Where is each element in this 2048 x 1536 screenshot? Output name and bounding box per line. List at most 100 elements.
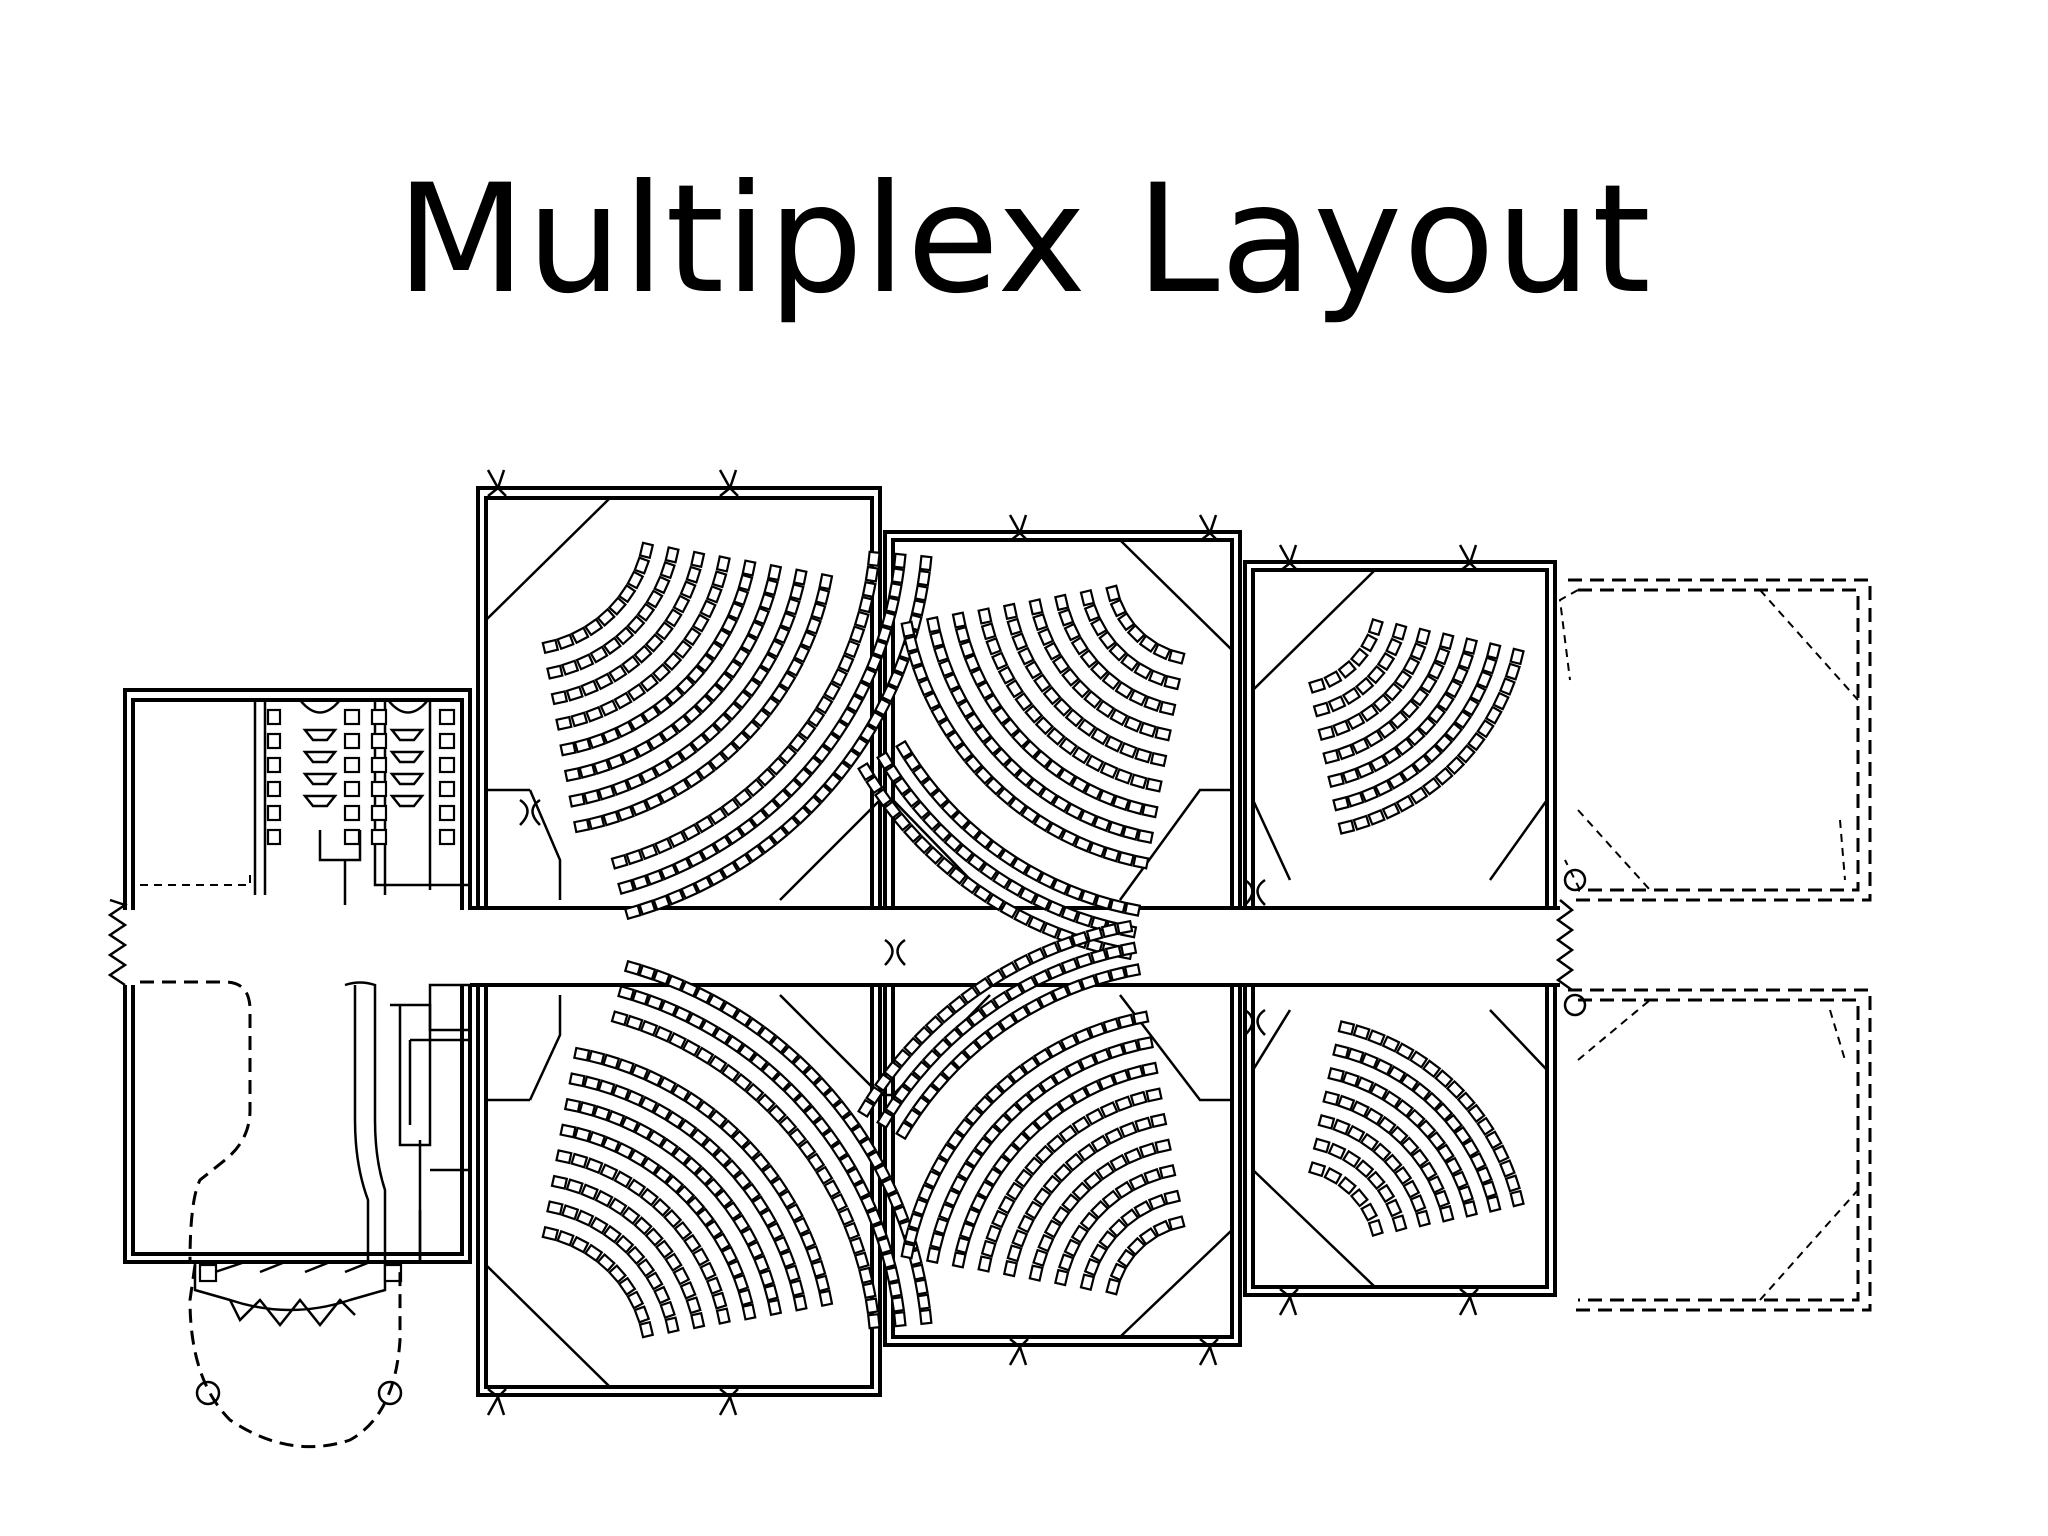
- seat: [996, 1074, 1016, 1094]
- seat: [1114, 767, 1133, 785]
- seat: [560, 1204, 580, 1221]
- restroom-fixture: [438, 780, 456, 798]
- seat: [886, 1191, 905, 1210]
- seat: [1419, 1161, 1438, 1181]
- seat: [1121, 1039, 1140, 1055]
- seat: [921, 811, 941, 832]
- seat: [892, 552, 907, 570]
- seat: [865, 774, 884, 795]
- seat: [1123, 963, 1142, 979]
- seat: [690, 1311, 706, 1330]
- seat: [1079, 648, 1099, 669]
- seat: [583, 617, 604, 637]
- seat: [601, 1135, 621, 1153]
- seat: [1001, 717, 1021, 738]
- seat: [715, 555, 731, 573]
- seat: [1438, 632, 1455, 651]
- seat: [652, 1102, 672, 1121]
- restroom-fixture: [343, 756, 361, 774]
- seat: [1341, 686, 1362, 706]
- seat: [902, 1036, 923, 1057]
- seat: [786, 1203, 804, 1223]
- seat: [583, 1075, 601, 1092]
- seat: [865, 1085, 884, 1106]
- seat: [730, 1129, 751, 1150]
- seat: [704, 1177, 724, 1197]
- seat: [1037, 990, 1057, 1009]
- seat: [884, 596, 901, 615]
- seat: [832, 1099, 852, 1120]
- restroom-fixture: [370, 804, 388, 822]
- seat: [1145, 777, 1163, 793]
- seat: [1509, 647, 1525, 666]
- seat: [1099, 761, 1119, 779]
- seat: [653, 695, 673, 715]
- seat: [695, 653, 715, 673]
- seat: [1038, 1074, 1059, 1094]
- seat: [1085, 926, 1104, 943]
- seat: [651, 1197, 672, 1218]
- seat: [1116, 611, 1136, 632]
- seat: [911, 800, 931, 820]
- seat: [723, 1201, 743, 1221]
- seat: [639, 766, 659, 785]
- seat: [1055, 935, 1075, 953]
- seat: [659, 1300, 676, 1320]
- seat: [997, 665, 1016, 685]
- seat: [1346, 1047, 1365, 1064]
- door-swing: [486, 469, 507, 497]
- seat: [841, 1111, 861, 1132]
- seat: [705, 585, 723, 604]
- seat: [992, 1154, 1012, 1175]
- restroom-fixture: [302, 728, 338, 742]
- seat: [1013, 908, 1033, 927]
- seat: [1456, 1091, 1476, 1111]
- seat: [737, 1043, 757, 1063]
- seat: [686, 664, 706, 685]
- seat: [930, 788, 950, 808]
- seat: [815, 695, 834, 715]
- seat: [701, 723, 721, 743]
- seat: [1136, 1035, 1154, 1052]
- seat: [596, 1252, 616, 1273]
- seat: [962, 820, 982, 840]
- seat: [918, 554, 933, 572]
- restroom-fixture: [343, 804, 361, 822]
- seat: [630, 799, 650, 817]
- seat: [1444, 679, 1463, 699]
- seat: [685, 1296, 702, 1315]
- seat: [1034, 715, 1055, 736]
- seat: [645, 869, 664, 886]
- seat: [1092, 815, 1112, 833]
- seat: [1438, 1204, 1455, 1223]
- seat: [1417, 716, 1437, 736]
- seat: [607, 1264, 628, 1284]
- seat: [1024, 1200, 1043, 1220]
- seat: [945, 730, 965, 750]
- seat: [639, 1187, 660, 1207]
- seat: [1083, 1171, 1103, 1191]
- restroom-fixture: [438, 732, 456, 750]
- seat: [1504, 662, 1521, 681]
- seat: [895, 1120, 914, 1141]
- seat: [1399, 763, 1420, 783]
- seat: [573, 818, 591, 834]
- seat: [943, 833, 963, 853]
- seat: [677, 1118, 698, 1138]
- seat: [659, 560, 676, 580]
- seat: [773, 1235, 791, 1255]
- seat: [1128, 688, 1148, 707]
- seat: [617, 985, 636, 1001]
- seat: [773, 625, 791, 645]
- seat: [578, 1101, 597, 1117]
- seat: [706, 993, 727, 1012]
- seat: [1445, 755, 1466, 776]
- seat: [1011, 632, 1029, 651]
- seat: [1434, 766, 1454, 786]
- seat: [1085, 754, 1105, 773]
- seat: [1094, 894, 1113, 911]
- seat: [1102, 1017, 1121, 1034]
- seat: [815, 1165, 834, 1185]
- seat: [1475, 670, 1493, 690]
- seat: [888, 1280, 903, 1298]
